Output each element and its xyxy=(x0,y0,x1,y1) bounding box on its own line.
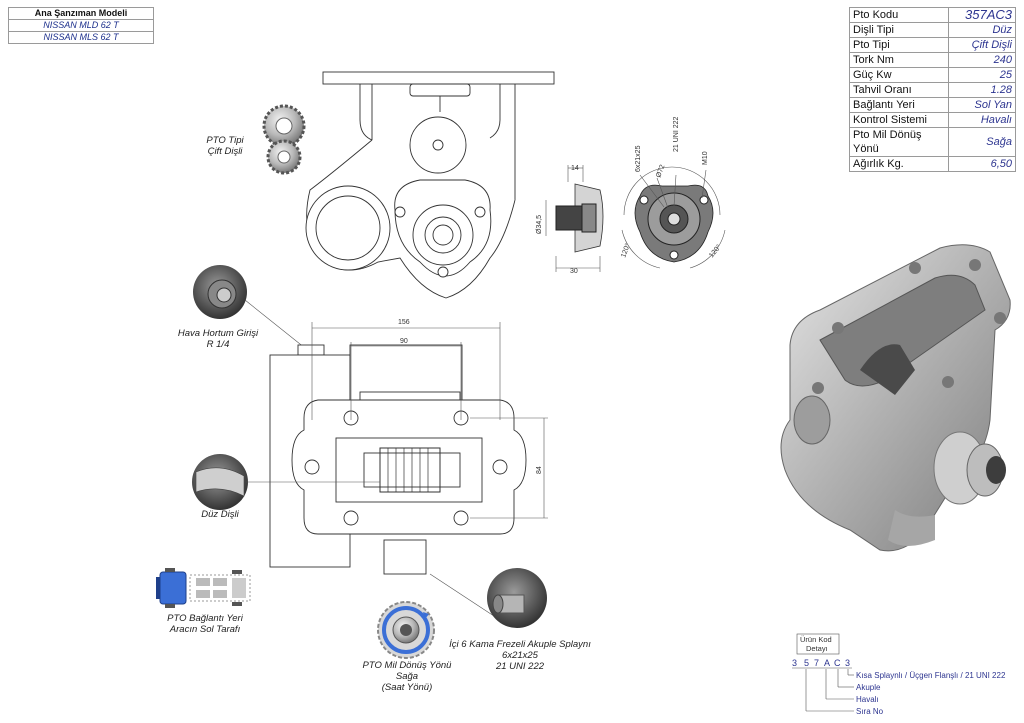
spur-gear-photo xyxy=(192,454,380,510)
code-item: Akuple xyxy=(856,683,881,692)
model-row: NISSAN MLS 62 T xyxy=(8,31,154,44)
code-legend-subtitle: Detayı xyxy=(806,644,828,653)
dim-34-5: Ø34,5 xyxy=(536,215,543,234)
top-view-drawing xyxy=(305,71,555,299)
dim-d72: Ø72 xyxy=(655,164,666,179)
spec-value: 25 xyxy=(948,67,1016,83)
code-char: A xyxy=(824,658,830,668)
pto-3d-render xyxy=(780,244,1011,552)
dim-m10: M10 xyxy=(702,151,709,165)
caption-spline: İçi 6 Kama Frezeli Akuple Splaynı 6x21x2… xyxy=(449,639,591,672)
dim-84: 84 xyxy=(536,466,543,474)
model-table: Ana Şanzıman Modeli NISSAN MLD 62 T NISS… xyxy=(8,7,154,44)
front-view-drawing xyxy=(269,322,548,621)
rotation-direction-icon xyxy=(377,601,435,659)
code-legend-lines xyxy=(792,633,854,712)
caption-rotation-direction: PTO Mil Dönüş Yönü Sağa (Saat Yönü) xyxy=(362,660,452,693)
dim-156: 156 xyxy=(398,319,410,326)
caption-air-inlet: Hava Hortum Girişi R 1/4 xyxy=(177,328,259,350)
spec-label: Pto Mil Dönüş Yönü xyxy=(849,127,949,157)
dim-14: 14 xyxy=(571,165,579,172)
truck-location-icon xyxy=(156,568,251,608)
dim-angle-left: 120° xyxy=(619,242,632,259)
code-item: Sıra No xyxy=(856,707,884,716)
code-item: Kısa Splaynlı / Üçgen Flanşlı / 21 UNI 2… xyxy=(856,671,1006,680)
spec-value: Havalı xyxy=(948,112,1016,128)
double-gear-photo xyxy=(262,104,306,175)
spec-label: Pto Kodu xyxy=(849,7,949,23)
air-inlet-photo xyxy=(193,265,306,349)
dim-angle-right: 120° xyxy=(707,243,723,259)
code-char: 3 xyxy=(792,658,797,668)
code-char: 3 xyxy=(845,658,850,668)
caption-pto-type: PTO Tipi Çift Dişli xyxy=(206,135,244,157)
spline-shaft-photo xyxy=(487,568,547,628)
caption-spur-gear: Düz Dişli xyxy=(201,509,239,520)
spec-label: Ağırlık Kg. xyxy=(849,156,949,172)
dim-30: 30 xyxy=(570,268,578,275)
spec-label: Tahvil Oranı xyxy=(849,82,949,98)
flange-front-view xyxy=(621,166,726,269)
dim-spline: 6x21x25 xyxy=(635,145,642,172)
spec-value: Çift Dişli xyxy=(948,37,1016,53)
spec-value: Sağa xyxy=(948,127,1016,157)
side-section-view xyxy=(545,165,604,272)
code-char: C xyxy=(834,658,841,668)
caption-connection-location: PTO Bağlantı Yeri Aracın Sol Tarafı xyxy=(167,613,243,635)
code-char: 5 xyxy=(804,658,809,668)
code-char: 7 xyxy=(814,658,819,668)
dim-uni: 21 UNI 222 xyxy=(673,116,680,152)
spec-value: 6,50 xyxy=(948,156,1016,172)
code-item: Havalı xyxy=(856,695,879,704)
dim-90: 90 xyxy=(400,338,408,345)
spec-value: 1.28 xyxy=(948,82,1016,98)
spec-label: Kontrol Sistemi xyxy=(849,112,949,128)
code-legend-title: Ürün Kod xyxy=(800,635,832,644)
